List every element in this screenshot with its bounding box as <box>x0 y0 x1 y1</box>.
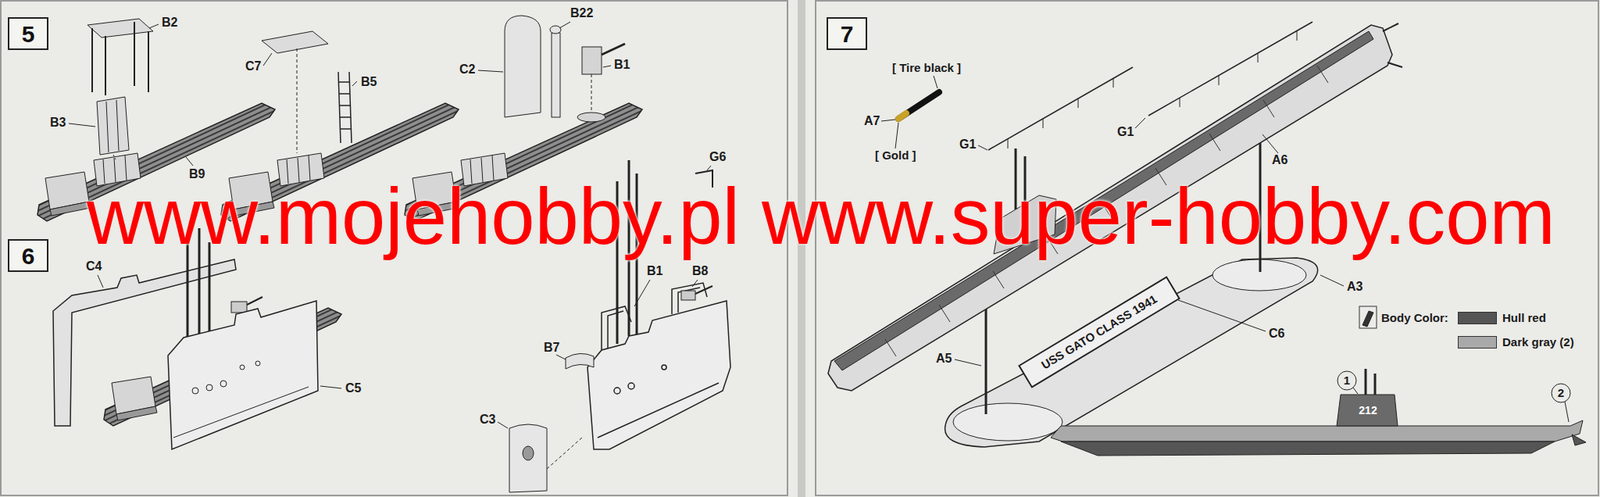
step-number: 6 <box>21 242 36 269</box>
part-label: G1 <box>1115 125 1136 140</box>
legend-entry: Hull red <box>1457 310 1547 325</box>
legend-text: Dark gray (2) <box>1502 335 1575 349</box>
part-label: B1 <box>612 57 632 72</box>
part-label: A3 <box>1345 279 1365 294</box>
part-label-text: A7 <box>862 114 882 128</box>
part-label: [ Tire black ] <box>890 60 963 75</box>
part-label: C2 <box>457 62 477 77</box>
part-label: C6 <box>1267 326 1286 341</box>
part-label-text: C6 <box>1267 326 1286 340</box>
part-label-text: C2 <box>457 62 477 76</box>
part-label-text: B7 <box>542 340 561 354</box>
part-label: A7 <box>862 114 882 129</box>
part-label-text: [ Gold ] <box>873 148 918 162</box>
part-label-text: B1 <box>612 57 632 72</box>
step-number-box: 7 <box>826 17 868 50</box>
part-label-text: G1 <box>957 137 978 151</box>
part-label-text: G6 <box>707 150 728 164</box>
part-label: [ Gold ] <box>873 148 918 163</box>
part-label: G1 <box>957 137 978 152</box>
watermark-text: www.mojehobby.pl www.super-hobby.com <box>86 171 1556 261</box>
part-label-text: C7 <box>243 59 263 73</box>
part-label-text: C5 <box>343 381 363 395</box>
step-number: 7 <box>840 21 854 47</box>
part-label: C3 <box>478 412 497 427</box>
callout-number: 2 <box>1557 385 1565 400</box>
color-swatch <box>1457 311 1497 325</box>
part-label-text: B8 <box>690 264 710 278</box>
watermark: www.mojehobby.pl www.super-hobby.com <box>86 176 1556 256</box>
legend-text: Hull red <box>1502 310 1547 325</box>
step-number-box: 5 <box>7 17 49 50</box>
callout-number-text: 1 <box>1343 373 1350 387</box>
legend-entry: Dark gray (2) <box>1457 335 1575 349</box>
part-label: B22 <box>568 6 595 21</box>
part-label: A6 <box>1270 153 1290 168</box>
part-label: B8 <box>690 264 710 279</box>
part-label-text: C3 <box>478 412 497 426</box>
part-label: B2 <box>160 15 179 30</box>
part-label-text: C4 <box>84 259 104 273</box>
part-label-text: B2 <box>160 15 179 29</box>
hull-number: 212 <box>1358 403 1377 418</box>
callout-number-text: 2 <box>1557 385 1565 400</box>
part-label-text: A3 <box>1345 279 1365 293</box>
color-swatch <box>1457 335 1497 349</box>
part-label-text: B22 <box>568 6 595 20</box>
part-label: B1 <box>645 264 665 279</box>
part-label: B5 <box>359 75 379 90</box>
part-label-text: B3 <box>48 115 68 129</box>
part-label: A5 <box>934 351 954 366</box>
part-label: G6 <box>707 150 728 165</box>
part-label-text: A5 <box>934 351 954 365</box>
part-label-text: B1 <box>645 264 665 278</box>
legend-heading: Body Color: <box>1379 310 1450 325</box>
part-label-text: A6 <box>1270 153 1290 167</box>
legend-heading-text: Body Color: <box>1379 310 1450 325</box>
part-label-text: G1 <box>1115 125 1136 139</box>
step-number-box: 6 <box>7 239 49 272</box>
step-number: 5 <box>21 21 36 47</box>
part-label: C4 <box>84 259 104 274</box>
part-label: B3 <box>48 115 68 130</box>
part-label-text: [ Tire black ] <box>890 60 963 75</box>
part-label: C7 <box>243 59 263 74</box>
callout-number: 1 <box>1343 373 1350 388</box>
part-label-text: B5 <box>359 75 379 89</box>
hull-number-text: 212 <box>1358 403 1377 417</box>
part-label: B7 <box>542 340 561 355</box>
part-label: C5 <box>343 381 363 396</box>
